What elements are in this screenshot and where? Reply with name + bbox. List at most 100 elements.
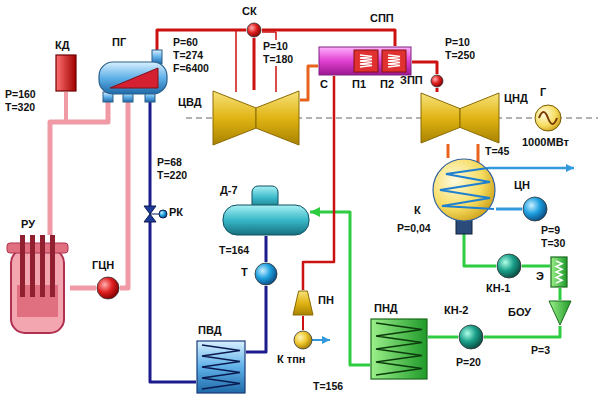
- pressurizer: КД: [55, 54, 77, 92]
- reactor: РУ: [5, 235, 70, 335]
- parameter-note: P=0,04: [396, 222, 432, 235]
- feed-pump-shape: [254, 262, 278, 286]
- component-label: ЦВД: [178, 96, 202, 109]
- feed-pump: T: [254, 262, 278, 286]
- coil: [376, 323, 422, 375]
- parameter-note: P=3: [530, 344, 551, 357]
- pipeline: [484, 326, 560, 337]
- parameter-note: P=60 T=274 F=6400: [172, 36, 210, 75]
- component-label: СПП: [370, 12, 394, 25]
- control-valve-shape: [143, 206, 157, 222]
- parameter-note: P=20: [455, 356, 482, 369]
- pipeline: [150, 222, 196, 382]
- coil: [202, 345, 240, 389]
- pipeline: [120, 102, 128, 288]
- component-label: Э: [536, 270, 544, 283]
- parameter-note: T=156: [312, 380, 344, 393]
- component-label: ЦН: [514, 179, 530, 192]
- component-note: П1: [352, 78, 366, 91]
- component-label: К тпн: [277, 353, 305, 366]
- pump-turbine: ПН: [292, 290, 314, 316]
- component-label: ЦНД: [504, 92, 528, 105]
- stop-valve-shape: [246, 22, 262, 38]
- deaerator-shape: [222, 204, 310, 236]
- pipeline: [303, 76, 334, 290]
- coil: [556, 261, 562, 283]
- pipeline: [70, 286, 96, 291]
- component-label: БОУ: [508, 306, 531, 319]
- reheater: СППСП1П2: [318, 46, 412, 76]
- condensate-pump: КН-1: [496, 253, 522, 279]
- hp-heater: ПВД: [196, 340, 246, 394]
- condenser: К: [432, 158, 496, 234]
- component-label: ПН: [318, 294, 334, 307]
- pipeline: [300, 66, 318, 100]
- pipeline: [464, 234, 496, 266]
- coil: [360, 55, 372, 67]
- coil: [388, 55, 400, 67]
- component-note: П2: [380, 78, 394, 91]
- parameter-note: T=45: [484, 145, 510, 158]
- ejector-cooler-shape: [550, 256, 568, 288]
- component-label: РУ: [21, 218, 35, 231]
- cooling-water-out: [488, 167, 574, 170]
- stop-valve: СК: [246, 22, 262, 38]
- component-label: T: [241, 266, 248, 279]
- circulation-pump-shape: [522, 196, 548, 222]
- lp-turbine-shape: [420, 92, 500, 144]
- circulation-pump: ЦН: [522, 196, 548, 222]
- pipeline: [253, 38, 256, 90]
- parameter-note: P=10 T=250: [444, 36, 476, 62]
- pipeline: [559, 288, 562, 300]
- control-valve: РК: [143, 206, 157, 222]
- pipeline: [436, 88, 439, 92]
- component-label: ЗПП: [400, 74, 423, 87]
- generator: Г1000МВт: [534, 104, 562, 132]
- lp-turbine: ЦНД: [420, 92, 500, 144]
- deaerator: Д-7: [222, 204, 310, 236]
- reheater-shape: [318, 46, 412, 76]
- parameter-note: P=10 T=180: [262, 40, 294, 66]
- component-label: КН-2: [444, 304, 468, 317]
- parameter-note: P=160 T=320: [4, 88, 37, 114]
- lp-heater: ПНД: [370, 318, 428, 380]
- component-label: КД: [55, 39, 70, 52]
- pump-turbine-condenser: К тпн: [293, 330, 313, 350]
- hp-turbine-shape: [212, 90, 300, 146]
- condenser-shape: [432, 158, 496, 234]
- hp-turbine: ЦВД: [212, 90, 300, 146]
- steam-branch: [235, 30, 237, 92]
- pipeline: [302, 316, 304, 330]
- condensate-pump-shape: [496, 253, 522, 279]
- parameter-note: P=68 T=220: [156, 156, 188, 182]
- hp-heater-shape: [196, 340, 246, 394]
- pipeline: [447, 144, 450, 158]
- component-label: ПГ: [112, 36, 126, 49]
- pipeline: [246, 286, 266, 352]
- component-label: РК: [169, 206, 183, 219]
- demineralizer-shape: [548, 300, 572, 326]
- pipeline: [149, 102, 152, 206]
- component-label: КН-1: [486, 282, 510, 295]
- reactor-shape: [5, 235, 70, 335]
- pressurizer-shape: [55, 54, 77, 92]
- pipeline: [412, 62, 437, 74]
- coolant-pump: ГЦН: [96, 276, 120, 300]
- coolant-pump-shape: [96, 276, 120, 300]
- component-note: 1000МВт: [522, 136, 569, 149]
- pump-turbine-condenser-shape: [293, 330, 313, 350]
- exhaust-pipe: [477, 144, 480, 163]
- component-label: СК: [242, 5, 257, 18]
- shutoff-valve-shape: [430, 74, 444, 88]
- ejector-cooler: Э: [550, 256, 568, 288]
- pipeline: [265, 236, 268, 262]
- component-label: ГЦН: [92, 259, 114, 272]
- cooling-water-out: [312, 339, 330, 341]
- steam-generator: ПГ: [98, 50, 168, 102]
- parameter-note: P=9 T=30: [540, 224, 566, 250]
- demineralizer: БОУ: [548, 300, 572, 326]
- pump-turbine-shape: [292, 290, 314, 316]
- steam-generator-shape: [98, 50, 168, 102]
- component-label: ПВД: [198, 324, 222, 337]
- parameter-note: T=164: [218, 244, 250, 257]
